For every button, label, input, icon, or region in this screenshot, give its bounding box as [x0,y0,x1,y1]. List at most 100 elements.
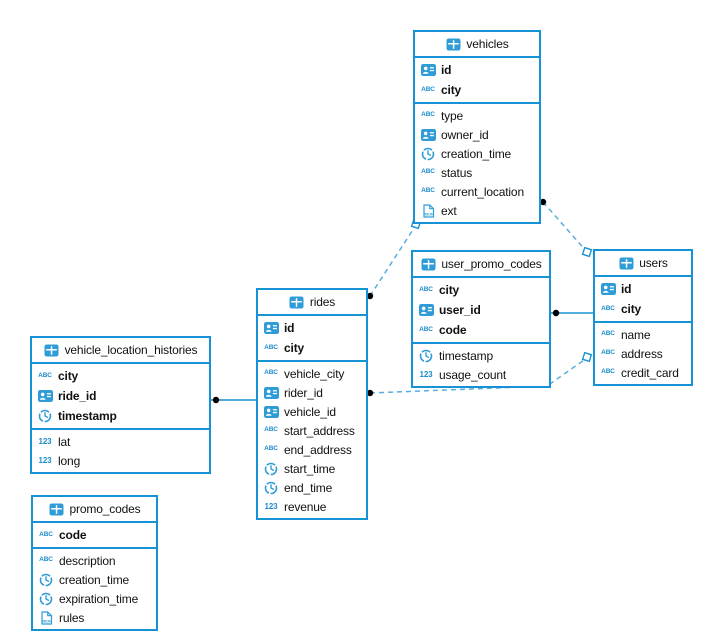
field-name: expiration_time [59,591,139,606]
relationship-line[interactable] [542,201,588,253]
field-name: lat [58,434,71,449]
svg-text:JSON: JSON [423,211,434,216]
field-start_address[interactable]: ABC start_address [258,421,366,440]
field-start_time[interactable]: start_time [258,459,366,478]
field-name: vehicle_id [284,404,336,419]
entity-title: vehicles [466,37,509,51]
field-rules[interactable]: JSON rules [33,608,156,627]
field-usage_count[interactable]: 123 usage_count [413,365,549,384]
relationship-rides-users [366,351,593,397]
field-timestamp[interactable]: timestamp [32,406,209,426]
field-name: city [441,83,462,97]
entity-header[interactable]: vehicle_location_histories [32,338,209,364]
id-badge-icon [418,304,434,316]
table-grid-icon [420,258,436,271]
field-id[interactable]: id [595,279,691,299]
entity-header[interactable]: user_promo_codes [413,252,549,278]
field-id[interactable]: id [415,60,539,80]
field-name: address [621,346,663,361]
field-name: rules [59,610,85,625]
entity-header[interactable]: rides [258,290,366,316]
field-owner_id[interactable]: owner_id [415,125,539,144]
field-timestamp[interactable]: timestamp [413,346,549,365]
field-end_time[interactable]: end_time [258,478,366,497]
field-ext[interactable]: JSON ext [415,201,539,220]
table-grid-icon [289,296,305,309]
entity-title: users [639,256,668,270]
field-name: start_address [284,423,355,438]
field-vehicle_id[interactable]: vehicle_id [258,402,366,421]
field-name: long [58,453,81,468]
field-name: ext [441,203,457,218]
relationship-line[interactable] [369,224,417,297]
abc-icon: ABC [421,85,435,93]
relationship-endpoint-dot [366,292,374,300]
field-name: usage_count [439,367,507,382]
clock-icon [263,462,279,476]
field-address[interactable]: ABC address [595,344,691,363]
field-ride_id[interactable]: ride_id [32,386,209,406]
field-name: city [284,341,305,355]
json-doc-icon: JSON [38,610,54,625]
relationship-line[interactable] [369,357,588,394]
field-expiration_time[interactable]: expiration_time [33,589,156,608]
123-icon: 123 [419,369,433,379]
field-user_id[interactable]: user_id [413,300,549,320]
field-id[interactable]: id [258,318,366,338]
relationship-vehicles-users [539,198,593,258]
svg-text:JSON: JSON [41,618,52,623]
field-name: code [59,528,87,542]
entity-header[interactable]: users [595,251,691,277]
field-city[interactable]: ABC city [415,80,539,100]
field-name: start_time [284,461,336,476]
field-creation_time[interactable]: creation_time [415,144,539,163]
id-badge-icon [420,64,436,76]
abc-icon: ABC [421,168,435,176]
entity-header[interactable]: promo_codes [33,497,156,523]
abc-icon: ABC [601,349,615,357]
abc-icon: ABC [264,445,278,453]
id-badge-icon [600,283,616,295]
field-rider_id[interactable]: rider_id [258,383,366,402]
relationship-endpoint-dot [212,396,220,404]
entity-title: user_promo_codes [441,257,542,271]
field-creation_time[interactable]: creation_time [33,570,156,589]
abc-icon: ABC [264,426,278,434]
field-name: current_location [441,184,524,199]
entity-header[interactable]: vehicles [415,32,539,58]
abc-icon: ABC [264,369,278,377]
abc-icon: ABC [421,111,435,119]
id-badge-icon [420,128,436,141]
